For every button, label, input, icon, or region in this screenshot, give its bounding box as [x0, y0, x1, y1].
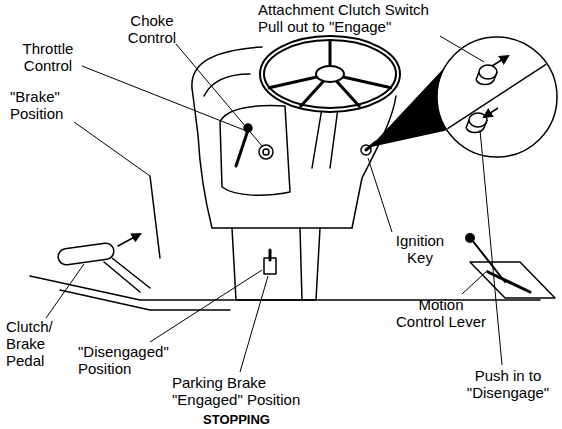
- label-line: Position: [78, 360, 169, 377]
- lever-knob: [465, 233, 475, 243]
- label-line: "Disengage": [467, 384, 549, 401]
- label-line: Key: [396, 249, 444, 266]
- label-line: "Engaged" Position: [172, 391, 300, 408]
- switch-knob: [469, 113, 487, 127]
- label-line: Motion: [396, 296, 486, 313]
- leader-line: [462, 270, 488, 294]
- leader-line: [440, 36, 484, 62]
- label-line: Control: [128, 29, 176, 46]
- label-line: "Brake": [10, 88, 63, 105]
- wheel-spoke: [268, 39, 392, 107]
- wheel-hub: [316, 66, 344, 82]
- position-label: "Brake" Position: [10, 88, 63, 122]
- leader-line: [176, 44, 262, 146]
- pedal-arm: [104, 258, 150, 292]
- steering-wheel: [262, 38, 398, 110]
- zoom-cone: [372, 68, 445, 146]
- label-line: "Disengaged": [78, 343, 169, 360]
- pedal-arrow: [118, 234, 140, 246]
- throttle-knob: [244, 124, 252, 132]
- label-line: Pedal: [6, 352, 53, 369]
- leader-line: [240, 276, 268, 372]
- label-line: Parking Brake: [172, 374, 300, 391]
- label-line: Position: [10, 105, 63, 122]
- switch-knob: [466, 120, 487, 133]
- label-line: Control Lever: [396, 313, 486, 330]
- pedestal-edge: [300, 228, 302, 300]
- brake-linkage: [150, 176, 160, 258]
- leader-line: [46, 264, 84, 318]
- label-line: Control: [23, 57, 74, 74]
- label-line: Push in to: [467, 367, 549, 384]
- control-label: Choke Control: [128, 12, 176, 46]
- zoom-divider: [430, 52, 562, 140]
- label-line: Throttle: [23, 40, 74, 57]
- section-heading: STOPPING: [203, 411, 270, 428]
- parking-brake-lever: [269, 250, 272, 260]
- label-line: Choke: [128, 12, 176, 29]
- control-label: Ignition Key: [396, 232, 444, 266]
- steering-column: [312, 108, 338, 168]
- control-label: Clutch/ Brake Pedal: [6, 318, 53, 369]
- position-label: Parking Brake "Engaged" Position: [172, 374, 300, 408]
- disengage-arrow: [484, 108, 498, 117]
- instruction-label: Push in to "Disengage": [467, 367, 549, 401]
- label-line: Brake: [6, 335, 53, 352]
- engage-arrow: [492, 56, 508, 66]
- label-line: STOPPING: [203, 411, 270, 428]
- position-label: "Disengaged" Position: [78, 343, 169, 377]
- label-line: Ignition: [396, 232, 444, 249]
- leader-line: [150, 270, 262, 342]
- lever-plate: [470, 262, 555, 298]
- steering-wheel: [262, 38, 398, 110]
- leader-line: [82, 66, 244, 130]
- leader-line: [368, 158, 392, 232]
- switch-knob: [476, 72, 497, 85]
- choke-knob: [259, 145, 273, 159]
- control-label: Attachment Clutch Switch Pull out to "En…: [258, 1, 429, 35]
- pedal-handle: [57, 242, 115, 266]
- console-hood: [192, 47, 262, 88]
- control-label: Motion Control Lever: [396, 296, 486, 330]
- control-panel: [220, 106, 290, 196]
- leader-line: [74, 122, 150, 176]
- label-line: Clutch/: [6, 318, 53, 335]
- choke-knob: [263, 149, 269, 155]
- motion-lever: [472, 240, 505, 282]
- console-side: [352, 96, 396, 228]
- control-label: Throttle Control: [23, 40, 74, 74]
- throttle-lever: [236, 130, 248, 166]
- label-line: Attachment Clutch Switch: [258, 1, 429, 18]
- label-line: Pull out to "Engage": [258, 18, 429, 35]
- pedestal: [232, 228, 320, 300]
- switch-knob: [479, 65, 497, 79]
